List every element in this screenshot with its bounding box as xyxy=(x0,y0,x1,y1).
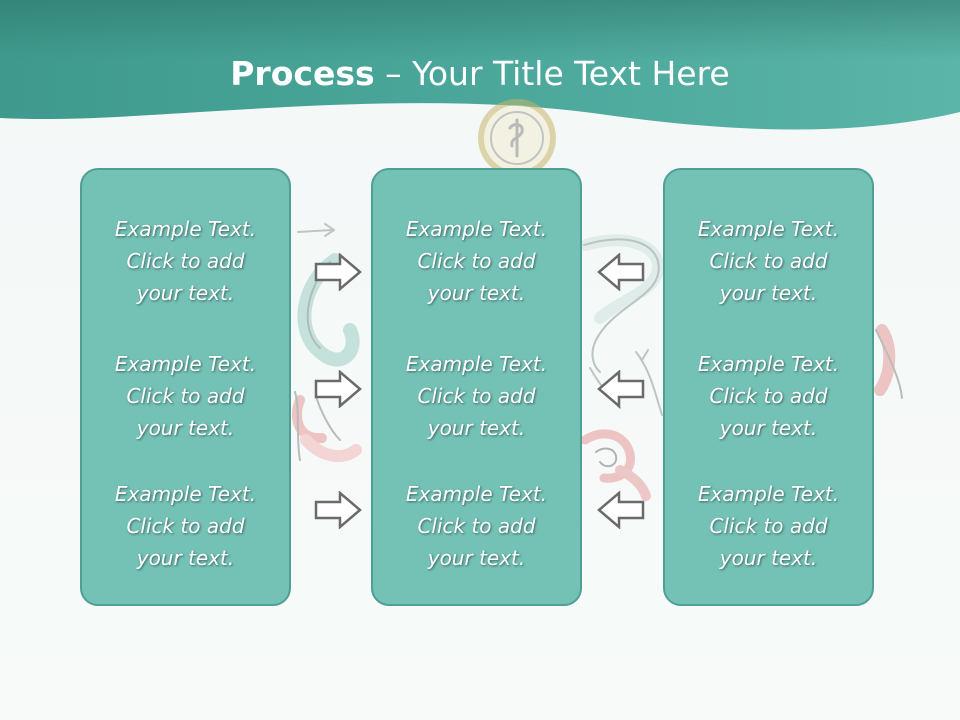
text-line: Example Text. xyxy=(697,482,840,506)
title-separator: – xyxy=(374,54,413,93)
text-line: your text. xyxy=(427,416,526,440)
text-block[interactable]: Example Text. Click to add your text. xyxy=(82,213,289,309)
title-bold: Process xyxy=(230,54,375,93)
text-line: Click to add xyxy=(417,514,536,538)
text-line: your text. xyxy=(719,281,818,305)
process-panel-right[interactable]: Example Text. Click to add your text. Ex… xyxy=(663,168,874,606)
text-line: Click to add xyxy=(417,384,536,408)
arrow-right-icon[interactable] xyxy=(314,253,362,291)
text-line: your text. xyxy=(427,546,526,570)
text-block[interactable]: Example Text. Click to add your text. xyxy=(373,348,580,444)
text-block[interactable]: Example Text. Click to add your text. xyxy=(82,348,289,444)
text-block[interactable]: Example Text. Click to add your text. xyxy=(373,478,580,574)
title-rest: Your Title Text Here xyxy=(412,54,730,93)
text-line: Example Text. xyxy=(114,482,257,506)
arrow-left-icon[interactable] xyxy=(597,491,645,529)
arrow-left-icon[interactable] xyxy=(597,253,645,291)
text-line: Example Text. xyxy=(405,352,548,376)
text-line: Click to add xyxy=(709,514,828,538)
text-line: Click to add xyxy=(126,384,245,408)
text-line: your text. xyxy=(136,546,235,570)
page-title[interactable]: Process – Your Title Text Here xyxy=(0,52,960,96)
text-line: Click to add xyxy=(126,514,245,538)
text-line: Example Text. xyxy=(405,217,548,241)
text-line: your text. xyxy=(136,281,235,305)
text-line: Example Text. xyxy=(114,352,257,376)
text-line: Example Text. xyxy=(114,217,257,241)
text-line: your text. xyxy=(427,281,526,305)
arrow-left-icon[interactable] xyxy=(597,370,645,408)
process-panel-left[interactable]: Example Text. Click to add your text. Ex… xyxy=(80,168,291,606)
text-line: Click to add xyxy=(126,249,245,273)
text-block[interactable]: Example Text. Click to add your text. xyxy=(82,478,289,574)
text-line: your text. xyxy=(719,546,818,570)
text-line: Click to add xyxy=(709,384,828,408)
text-line: Click to add xyxy=(417,249,536,273)
arrow-right-icon[interactable] xyxy=(314,370,362,408)
text-line: your text. xyxy=(136,416,235,440)
text-block[interactable]: Example Text. Click to add your text. xyxy=(665,348,872,444)
arrow-right-icon[interactable] xyxy=(314,491,362,529)
text-line: your text. xyxy=(719,416,818,440)
text-line: Example Text. xyxy=(697,352,840,376)
text-line: Click to add xyxy=(709,249,828,273)
text-block[interactable]: Example Text. Click to add your text. xyxy=(665,213,872,309)
text-line: Example Text. xyxy=(697,217,840,241)
process-panel-middle[interactable]: Example Text. Click to add your text. Ex… xyxy=(371,168,582,606)
header-banner xyxy=(0,0,960,130)
text-line: Example Text. xyxy=(405,482,548,506)
text-block[interactable]: Example Text. Click to add your text. xyxy=(373,213,580,309)
text-block[interactable]: Example Text. Click to add your text. xyxy=(665,478,872,574)
